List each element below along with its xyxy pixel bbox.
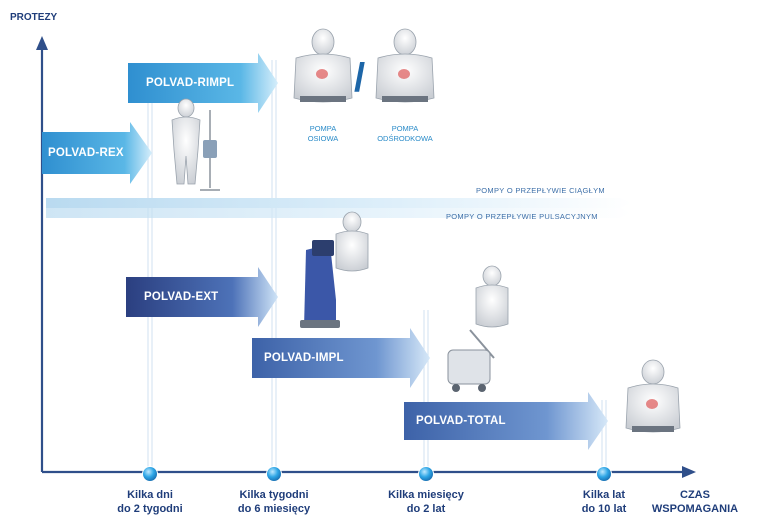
device-label-polvad-total: POLVAD-TOTAL (416, 415, 506, 427)
x-axis-title-line1: CZAS (680, 489, 710, 501)
pump-label-axial-line2: OSIOWA (307, 134, 339, 143)
pump-label-axial-line1: POMPA (309, 124, 337, 133)
device-label-polvad-ext: POLVAD-EXT (144, 291, 219, 303)
torso-figure-centrifugal (375, 28, 435, 103)
arrow-polvad-ext (126, 267, 278, 327)
continuous-flow-band (46, 198, 632, 208)
patient-with-trolley (447, 265, 509, 392)
tick-dot-2 (266, 466, 282, 482)
x-axis-arrowhead (682, 466, 696, 478)
arrow-polvad-impl (252, 328, 430, 388)
tick-label-3: Kilka miesięcy do 2 lat (366, 488, 486, 516)
arrow-polvad-rimpl (128, 53, 278, 113)
patient-with-console (300, 211, 369, 328)
tick-label-1: Kilka dni do 2 tygodni (90, 488, 210, 516)
x-axis-title: CZAS WSPOMAGANIA (640, 488, 750, 516)
arrow-polvad-total (404, 392, 608, 450)
pump-label-centrifugal: POMPA ODŚRODKOWA (370, 124, 440, 144)
x-axis-title-line2: WSPOMAGANIA (651, 503, 739, 515)
tick-label-2-line2: do 6 miesięcy (237, 503, 311, 515)
arrow-polvad-rex (42, 122, 152, 184)
tick-dot-1 (142, 466, 158, 482)
device-label-polvad-rimpl: POLVAD-RIMPL (146, 77, 235, 89)
slash-divider: / (354, 56, 366, 100)
tick-label-2-line1: Kilka tygodni (239, 489, 309, 501)
tick-label-1-line1: Kilka dni (127, 489, 173, 501)
y-axis-title: PROTEZY (10, 12, 58, 23)
pump-label-centrifugal-line1: POMPA (391, 124, 419, 133)
tick-label-4-line1: Kilka lat (582, 489, 626, 501)
torso-figure-total (625, 359, 681, 433)
y-axis-arrowhead (36, 36, 48, 50)
patient-with-drip-stand (171, 98, 220, 191)
pulsatile-flow-band (46, 208, 632, 218)
device-arrows (42, 53, 608, 450)
torso-figure-axial (293, 28, 353, 103)
flow-bands (46, 198, 632, 218)
tick-dot-3 (418, 466, 434, 482)
tick-dots (142, 466, 612, 482)
pump-label-centrifugal-line2: ODŚRODKOWA (377, 134, 433, 143)
tick-label-1-line2: do 2 tygodni (117, 503, 183, 515)
tick-dot-4 (596, 466, 612, 482)
device-label-polvad-rex: POLVAD-REX (48, 147, 124, 159)
tick-label-2: Kilka tygodni do 6 miesięcy (214, 488, 334, 516)
band-label-continuous: POMPY O PRZEPŁYWIE CIĄGŁYM (476, 186, 605, 195)
pump-label-axial: POMPA OSIOWA (288, 124, 358, 144)
tick-label-4-line2: do 10 lat (581, 503, 627, 515)
tick-label-3-line2: do 2 lat (406, 503, 446, 515)
tick-label-4: Kilka lat do 10 lat (544, 488, 664, 516)
device-label-polvad-impl: POLVAD-IMPL (264, 352, 344, 364)
band-label-pulsatile: POMPY O PRZEPŁYWIE PULSACYJNYM (446, 212, 598, 221)
tick-label-3-line1: Kilka miesięcy (388, 489, 464, 501)
